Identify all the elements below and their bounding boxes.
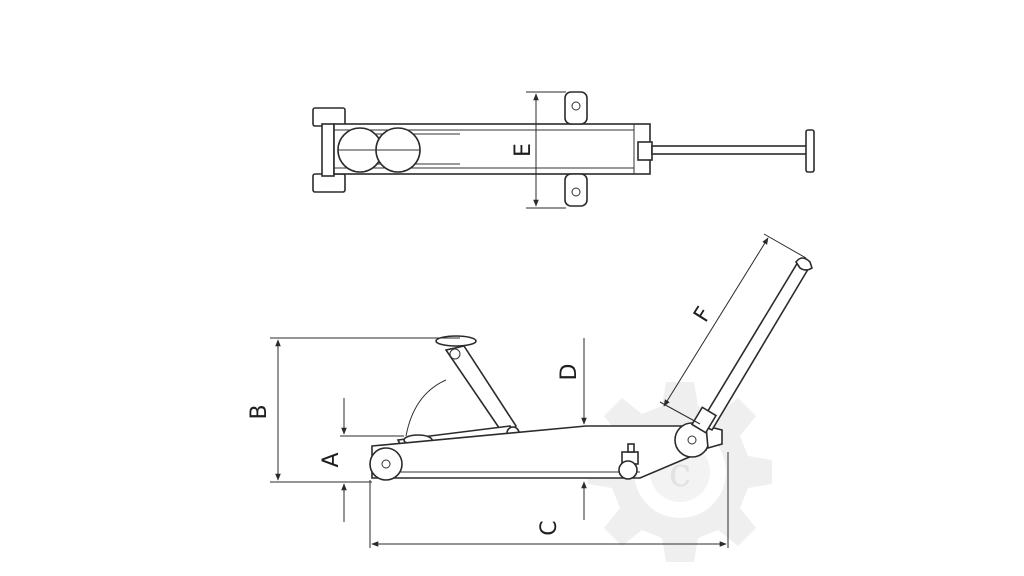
jack-side-view: B A D C F	[247, 233, 813, 548]
dimension-label-d: D	[557, 364, 582, 381]
dimension-label-b: B	[247, 404, 272, 419]
jack-top-view: E	[312, 91, 815, 209]
dimension-label-f: F	[689, 303, 717, 327]
dimension-label-c: C	[537, 520, 562, 535]
dimension-label-a: A	[319, 452, 344, 467]
dimension-label-e: E	[511, 143, 536, 157]
